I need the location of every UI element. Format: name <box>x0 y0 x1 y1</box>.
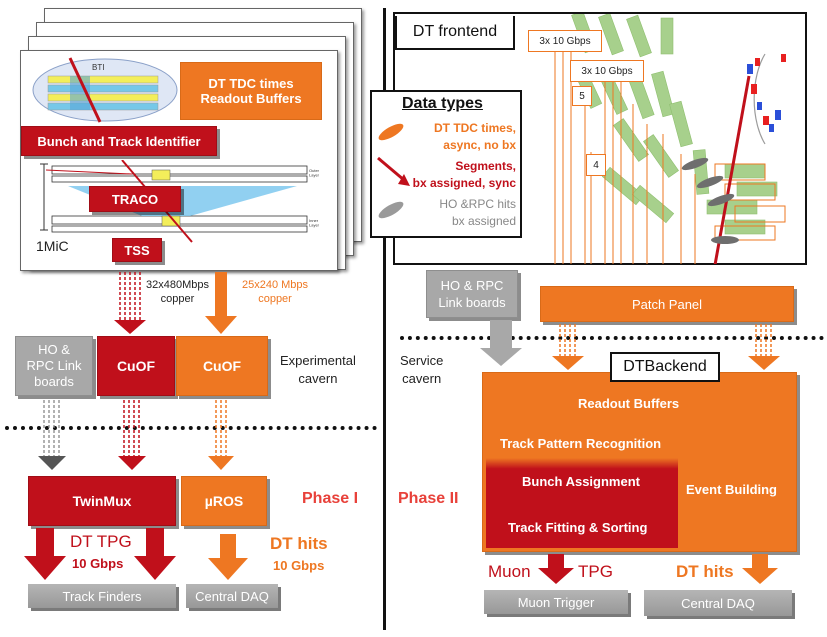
station-5-label: 5 <box>579 90 585 102</box>
dt-hits-label-phase1: DT hits <box>270 534 328 553</box>
track-fitting-label: Track Fitting & Sorting <box>508 520 648 535</box>
readout-buffers-label: Readout Buffers <box>578 396 680 411</box>
link-label-2-box: 3x 10 Gbps <box>570 60 644 82</box>
twinmux-box: TwinMux <box>28 476 176 526</box>
phase1-label: Phase I <box>302 490 359 507</box>
backend-red-core <box>486 458 678 548</box>
bti-label: BTI <box>92 63 104 72</box>
event-building-label: Event Building <box>686 482 777 497</box>
cuof-orange-box: CuOF <box>176 336 268 396</box>
track-finders-box: Track Finders <box>28 584 176 608</box>
dt-hits-label-phase2: DT hits <box>676 562 734 581</box>
link-label-1-box: 3x 10 Gbps <box>528 30 602 52</box>
data-types-icons <box>377 123 410 219</box>
legend-ho-rpc-text: HO &RPC hits bx assigned <box>439 197 516 228</box>
minicrate-label: 1MiC <box>36 238 69 254</box>
station-5-box: 5 <box>572 86 592 106</box>
experimental-cavern-label: Experimental cavern <box>280 353 356 386</box>
dt-tpg-label: DT TPG <box>70 532 132 551</box>
phase1-links-middle <box>38 400 234 470</box>
link-label-1: 3x 10 Gbps <box>539 35 591 47</box>
legend-segments-text: Segments, bx assigned, sync <box>412 159 516 190</box>
link-label-2: 3x 10 Gbps <box>581 65 633 77</box>
central-daq-box-phase1: Central DAQ <box>186 584 278 608</box>
dt-frontend-title-box: DT frontend <box>395 16 515 50</box>
track-pattern-label: Track Pattern Recognition <box>500 436 662 451</box>
phase2-label: Phase II <box>398 490 459 507</box>
tpg-rate-label: 10 Gbps <box>72 556 124 571</box>
ho-rpc-link-boards-phase1: HO & RPC Link boards <box>15 336 93 396</box>
red-copper-link-label: 32x480Mbps copper <box>146 279 209 305</box>
legend-tdc-text: DT TDC times, async, no bx <box>433 121 516 152</box>
patch-panel-box: Patch Panel <box>540 286 794 322</box>
phase2-links-to-backend <box>480 320 780 370</box>
data-types-title: Data types <box>402 95 483 112</box>
bunch-assignment-label: Bunch Assignment <box>522 474 640 489</box>
dt-backend-title: DTBackend <box>623 358 707 375</box>
uros-box: µROS <box>181 476 267 526</box>
phase-divider <box>383 8 386 630</box>
traco-box: TRACO <box>89 186 181 212</box>
tpg-label: TPG <box>578 562 613 581</box>
phase1-output-arrows <box>24 528 248 580</box>
cavern-separator-right <box>400 336 824 340</box>
dt-backend-title-box: DTBackend <box>610 352 720 382</box>
muon-label: Muon <box>488 562 531 581</box>
service-cavern-label: Service cavern <box>400 353 444 386</box>
data-types-legend <box>370 90 522 238</box>
muon-trigger-box: Muon Trigger <box>484 590 628 614</box>
phase2-output-arrows <box>538 554 778 584</box>
ho-rpc-link-boards-phase2: HO & RPC Link boards <box>426 270 518 318</box>
tss-box: TSS <box>112 238 162 262</box>
bti-schematic: BTI <box>32 57 178 123</box>
hits-rate-label: 10 Gbps <box>273 558 325 573</box>
station-4-box: 4 <box>586 154 606 176</box>
phase1-links-top <box>114 272 237 334</box>
central-daq-box-phase2: Central DAQ <box>644 590 792 616</box>
station-4-label: 4 <box>593 159 599 171</box>
cuof-red-box: CuOF <box>97 336 175 396</box>
dt-tdc-readout-box: DT TDC times Readout Buffers <box>180 62 322 120</box>
dt-frontend-title: DT frontend <box>412 23 498 40</box>
orange-copper-link-label: 25x240 Mbps copper <box>242 279 309 305</box>
cavern-separator-left <box>5 426 377 430</box>
bunch-track-identifier-box: Bunch and Track Identifier <box>21 126 217 156</box>
